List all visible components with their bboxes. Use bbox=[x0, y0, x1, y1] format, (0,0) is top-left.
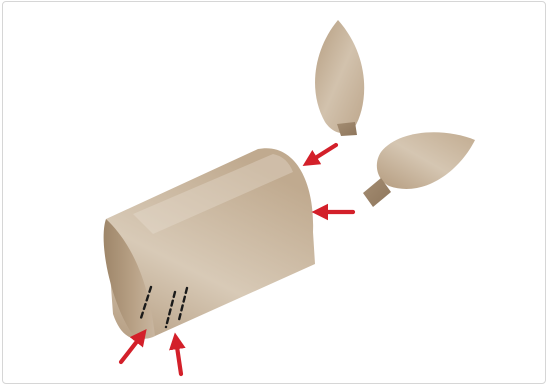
craft-diagram bbox=[103, 20, 475, 377]
slit-cut-3 bbox=[177, 286, 189, 322]
ear-attach-arrow-upper bbox=[302, 142, 339, 167]
right-ear-tab bbox=[363, 178, 391, 207]
illustration-frame bbox=[2, 1, 546, 384]
tube-highlight bbox=[133, 154, 293, 234]
upper-ear-tab bbox=[337, 122, 357, 136]
tube-end bbox=[103, 219, 155, 339]
tube-body bbox=[106, 148, 315, 340]
slit-cut-2 bbox=[164, 290, 177, 329]
left-ear-piece bbox=[315, 20, 365, 136]
slit-cut-1 bbox=[139, 285, 153, 320]
cardboard-tube bbox=[103, 148, 315, 340]
right-ear-piece bbox=[363, 132, 475, 207]
slit-arrow-left bbox=[118, 329, 147, 365]
slit-cuts bbox=[139, 285, 189, 329]
slit-arrow-right bbox=[169, 332, 186, 377]
upper-ear-leaf bbox=[315, 20, 365, 134]
right-ear-leaf bbox=[376, 132, 475, 189]
